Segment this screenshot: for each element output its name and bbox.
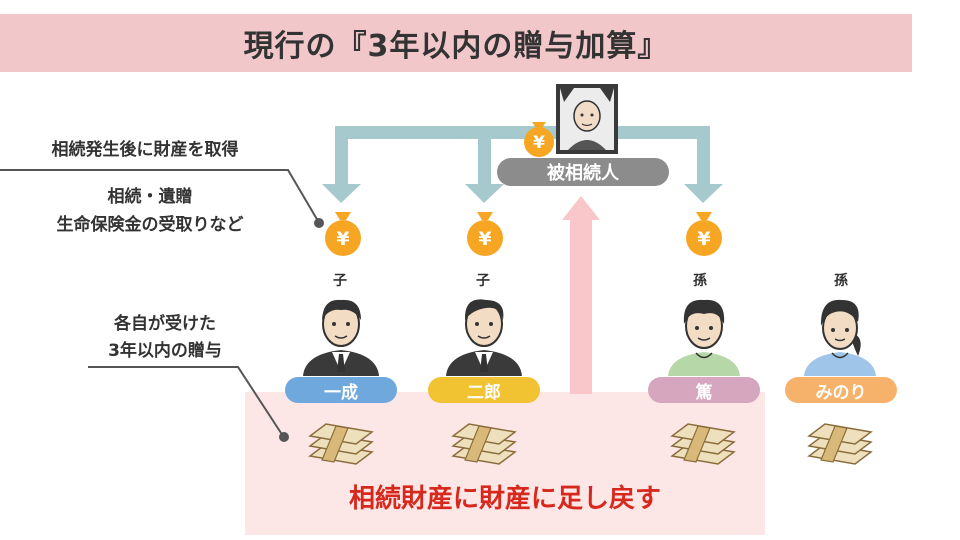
- young-man-avatar-atsushi: [668, 299, 740, 376]
- add-back-result-text: 相続財産に財産に足し戻す: [348, 484, 661, 514]
- svg-text:¥: ¥: [697, 228, 710, 250]
- money-stack-icon-ichinari: [308, 423, 374, 465]
- money-stack-icon-jiro: [451, 423, 517, 465]
- man-in-suit-avatar-jiro: [446, 299, 522, 376]
- arrow-head-jiro: [465, 184, 504, 203]
- money-stack-icon-atsushi: [670, 423, 736, 465]
- add-back-arrow: [562, 196, 600, 394]
- relation-label-ichinari: 子: [333, 273, 347, 289]
- arrow-head-atsushi: [684, 184, 723, 203]
- money-bag-icon-ichinari: ¥: [325, 212, 361, 256]
- label-gift-1: 各自が受けた: [114, 314, 216, 334]
- deceased-money-bag-icon: ¥: [524, 122, 554, 157]
- money-stack-icon-minori: [807, 423, 873, 465]
- page-title: 現行の『3年以内の贈与加算』: [0, 14, 912, 72]
- relation-label-minori: 孫: [834, 273, 848, 289]
- deceased-portrait-icon: [556, 84, 618, 154]
- money-bag-icon-atsushi: ¥: [686, 212, 722, 256]
- label-acquire: 相続発生後に財産を取得: [51, 140, 239, 160]
- relation-label-atsushi: 孫: [693, 273, 707, 289]
- label-acquire-detail-2: 生命保険金の受取りなど: [56, 215, 244, 235]
- arrow-head-ichinari: [322, 184, 361, 203]
- leader-lines: [0, 169, 319, 437]
- label-acquire-detail-1: 相続・遺贈: [107, 187, 193, 207]
- man-in-suit-avatar-ichinari: [303, 299, 379, 376]
- relation-label-jiro: 子: [476, 273, 490, 289]
- name-pill-atsushi: 篤: [648, 377, 760, 403]
- money-bag-icon-jiro: ¥: [467, 212, 503, 256]
- leader-dot-gift: [279, 432, 289, 442]
- leader-dot-acquire: [314, 218, 324, 228]
- svg-text:¥: ¥: [533, 133, 545, 153]
- name-pill-ichinari: 一成: [285, 377, 397, 403]
- name-pill-minori: みのり: [785, 377, 897, 403]
- name-pill-jiro: 二郎: [428, 377, 540, 403]
- svg-text:¥: ¥: [336, 228, 349, 250]
- young-woman-avatar-minori: [804, 299, 876, 376]
- svg-text:¥: ¥: [478, 228, 491, 250]
- add-back-area: [245, 392, 765, 535]
- deceased-label: 被相続人: [497, 158, 669, 186]
- label-gift-2: 3年以内の贈与: [108, 341, 222, 361]
